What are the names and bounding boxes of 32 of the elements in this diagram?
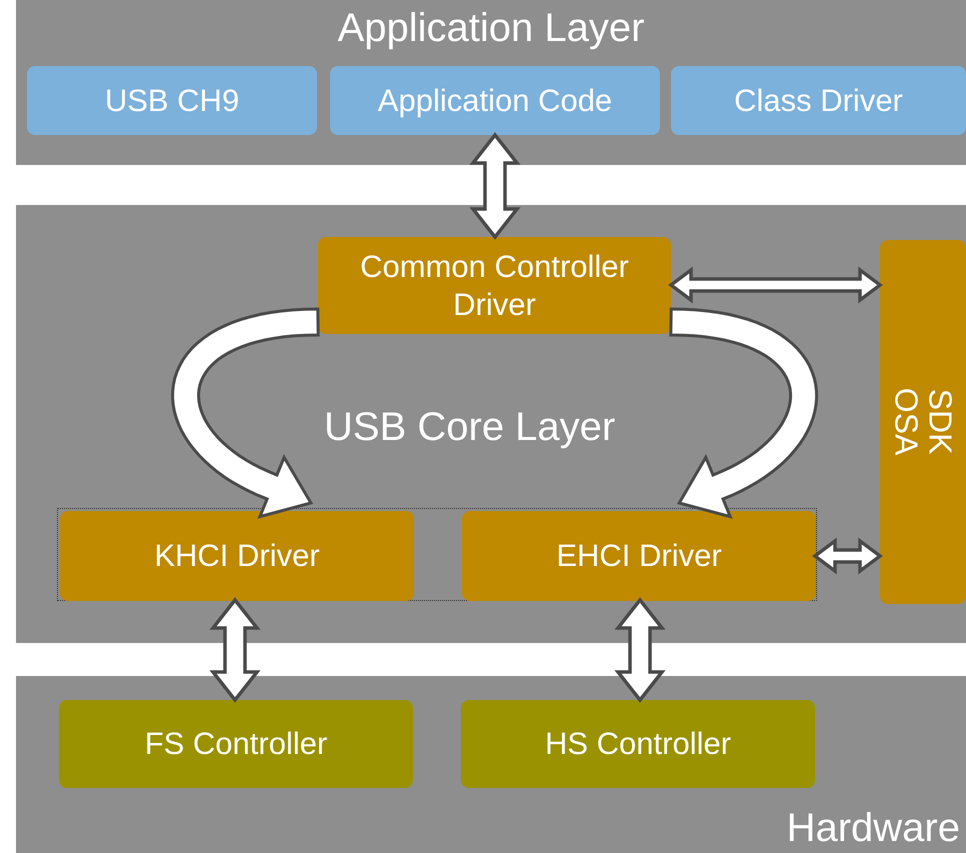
- double-arrow: [614, 597, 666, 703]
- double-arrow: [469, 132, 521, 240]
- module-box: [462, 511, 816, 601]
- module-label: FS Controller: [144, 725, 328, 763]
- module-label: SDK OSA: [889, 387, 957, 458]
- curved-arrow: [171, 307, 320, 519]
- module-box: [60, 511, 414, 601]
- layer-title: Hardware: [786, 806, 960, 851]
- module-box: [59, 700, 413, 788]
- double-arrow: [209, 597, 261, 703]
- layer-band: [16, 676, 966, 853]
- module-label: USB CH9: [104, 82, 240, 120]
- module-label: HS Controller: [544, 725, 732, 763]
- layer-band: [16, 205, 966, 643]
- module-box: [461, 700, 815, 788]
- layer-title: USB Core Layer: [324, 405, 616, 450]
- module-box: [671, 66, 966, 135]
- layer-band: [16, 0, 966, 165]
- module-box: [318, 237, 671, 334]
- module-box: [330, 66, 660, 135]
- module-label: KHCI Driver: [153, 537, 321, 575]
- layer-title: Application Layer: [338, 6, 644, 51]
- module-box: [880, 240, 966, 604]
- double-arrow: [668, 266, 883, 304]
- double-arrow: [812, 538, 883, 574]
- module-label: Application Code: [376, 82, 614, 120]
- group-outline: [57, 508, 817, 601]
- module-label: EHCI Driver: [555, 537, 723, 575]
- module-label: Common Controller Driver: [359, 248, 630, 323]
- module-label: Class Driver: [733, 82, 904, 120]
- module-box: [27, 66, 317, 135]
- curved-arrow: [669, 307, 818, 519]
